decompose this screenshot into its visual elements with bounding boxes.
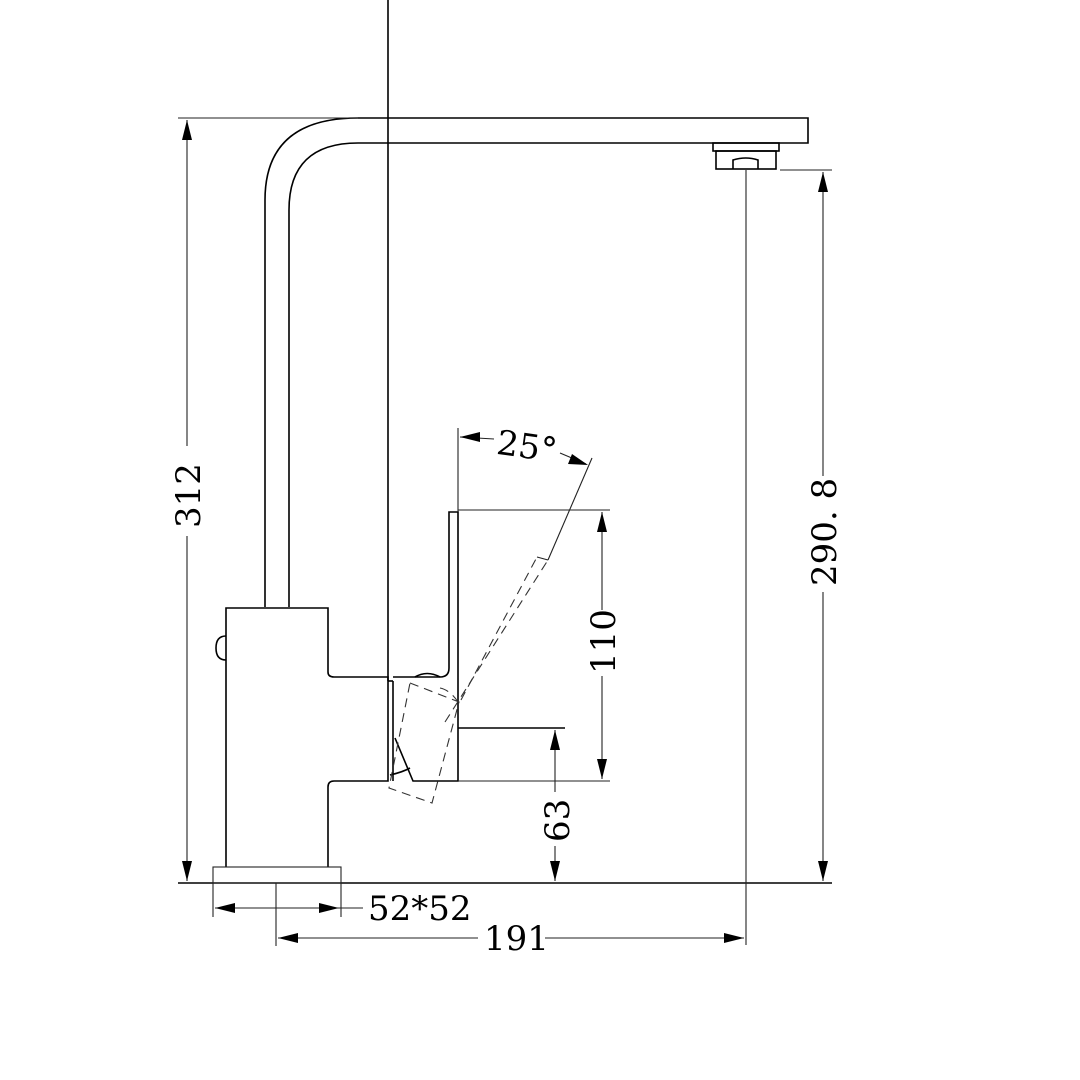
dim-lever-height-label: 110: [584, 609, 624, 674]
dim-body-height-label: 63: [538, 799, 578, 842]
dim-spout-reach: 191: [275, 883, 744, 959]
dim-overall-height: 312: [169, 117, 358, 881]
dim-body-height: 63: [538, 730, 578, 881]
dim-base-size: 52*52: [212, 883, 472, 929]
dim-lever-angle-label: 25°: [494, 423, 559, 471]
dim-overall-height-label: 312: [169, 463, 209, 528]
lever-rotated-outline: [388, 457, 593, 804]
dim-outlet-height: 290. 8: [780, 169, 845, 881]
dim-spout-reach-label: 191: [484, 919, 549, 959]
spout: [264, 117, 809, 607]
lever-handle: [387, 0, 565, 782]
dim-lever-height: 110: [458, 509, 624, 782]
dim-outlet-height-label: 290. 8: [805, 478, 845, 586]
dim-lever-angle: 25°: [457, 423, 588, 512]
tap-body: [212, 607, 389, 884]
dim-base-size-label: 52*52: [368, 889, 472, 929]
